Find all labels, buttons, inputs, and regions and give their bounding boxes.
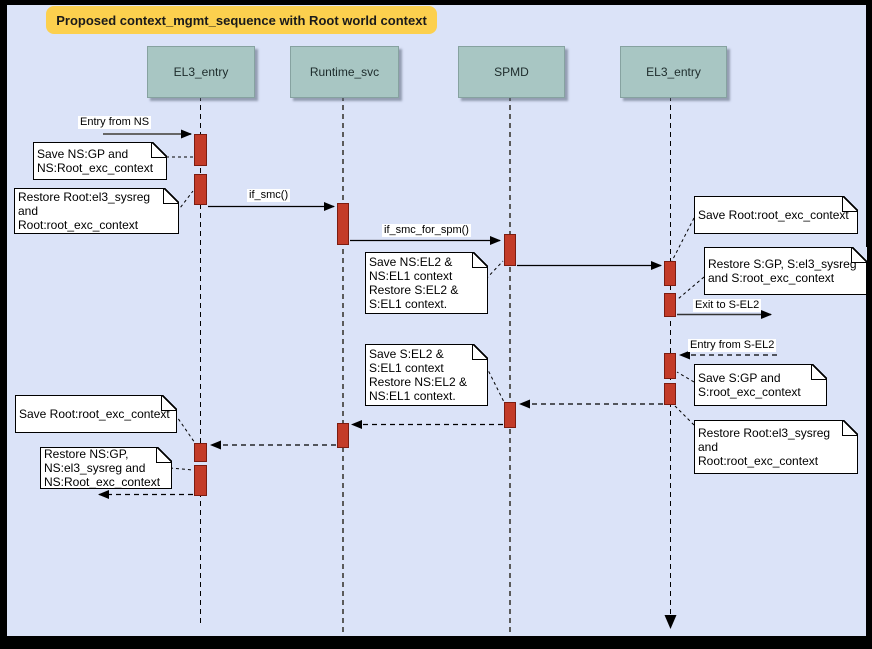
note-save-s-gp: Save S:GP and S:root_exc_context [694, 364, 827, 406]
note-fold-icon [163, 188, 179, 204]
note-restore-ns-gp: Restore NS:GP, NS:el3_sysreg and NS:Root… [40, 447, 172, 489]
connector-note-restore-ns-gp [169, 467, 194, 471]
activation-el3-right-2 [664, 293, 676, 317]
connector-note-save-s-gp [676, 371, 695, 383]
activation-el3-left-4 [194, 465, 207, 496]
diagram-title: Proposed context_mgmt_sequence with Root… [46, 6, 437, 34]
note-text: Restore S:GP, S:el3_sysreg and S:root_ex… [708, 257, 857, 285]
note-text: Save NS:EL2 & NS:EL1 context Restore S:E… [369, 255, 459, 311]
actor-label: EL3_entry [646, 65, 701, 79]
actor-spmd: SPMD [458, 46, 565, 98]
note-fold-icon [472, 344, 488, 360]
note-restore-s-gp: Restore S:GP, S:el3_sysreg and S:root_ex… [704, 247, 867, 295]
connector-note-save-root-right [671, 217, 695, 262]
note-fold-icon [161, 395, 177, 411]
diagram-lines-layer [98, 96, 777, 636]
note-restore-root-el3-left: Restore Root:el3_sysreg and Root:root_ex… [14, 188, 179, 234]
activation-el3-left-1 [194, 134, 207, 166]
note-fold-icon [851, 247, 867, 263]
connector-note-save-ns-el2 [485, 260, 504, 280]
message-label-entry-from-sel2: Entry from S-EL2 [688, 339, 777, 352]
actor-el3-entry-left: EL3_entry [147, 46, 255, 98]
activation-el3-left-2 [194, 174, 207, 205]
activation-runtime-1 [337, 203, 349, 245]
actor-runtime-svc: Runtime_svc [290, 46, 399, 98]
activation-el3-right-3 [664, 353, 676, 379]
note-restore-root-el3-right: Restore Root:el3_sysreg and Root:root_ex… [694, 420, 858, 474]
message-label-if-smc: if_smc() [247, 189, 291, 202]
note-text: Restore Root:el3_sysreg and Root:root_ex… [18, 190, 151, 232]
note-save-root-exc-left: Save Root:root_exc_context [15, 395, 177, 433]
note-text: Save NS:GP and NS:Root_exc_context [37, 147, 154, 175]
note-fold-icon [842, 196, 858, 212]
note-text: Save S:GP and S:root_exc_context [698, 371, 801, 399]
note-save-ns-el2: Save NS:EL2 & NS:EL1 context Restore S:E… [365, 252, 488, 314]
note-fold-icon [156, 447, 172, 463]
actor-el3-entry-right: EL3_entry [620, 46, 727, 98]
connector-note-restore-root-right [674, 405, 695, 426]
note-save-root-exc-right: Save Root:root_exc_context [694, 196, 858, 234]
sequence-diagram: Proposed context_mgmt_sequence with Root… [7, 5, 867, 636]
activation-el3-left-3 [194, 443, 207, 462]
note-fold-icon [151, 142, 167, 158]
actor-label: EL3_entry [173, 65, 229, 79]
message-label-entry-from-ns: Entry from NS [78, 116, 152, 129]
activation-spmd-2 [504, 402, 516, 428]
activation-el3-right-1 [664, 261, 676, 286]
activation-runtime-2 [337, 423, 349, 448]
note-save-ns-gp: Save NS:GP and NS:Root_exc_context [33, 142, 167, 180]
message-label-exit-to-sel2: Exit to S-EL2 [693, 299, 762, 312]
note-text: Restore Root:el3_sysreg and Root:root_ex… [698, 426, 831, 468]
connector-note-save-root-left [174, 413, 196, 444]
activation-spmd-1 [504, 234, 516, 266]
note-fold-icon [842, 420, 858, 436]
note-fold-icon [472, 252, 488, 268]
actor-label: Runtime_svc [309, 65, 380, 79]
connector-note-restore-s-gp [677, 276, 705, 300]
note-save-s-el2: Save S:EL2 & S:EL1 context Restore NS:EL… [365, 344, 488, 406]
connector-note-restore-root-left [176, 190, 194, 213]
note-fold-icon [811, 364, 827, 380]
note-text: Save Root:root_exc_context [698, 208, 849, 222]
activation-el3-right-4 [664, 383, 676, 405]
note-text: Save Root:root_exc_context [19, 407, 170, 421]
message-label-if-smc-for-spm: if_smc_for_spm() [382, 224, 471, 237]
note-text: Save S:EL2 & S:EL1 context Restore NS:EL… [369, 347, 468, 403]
connector-note-save-s-el2 [485, 365, 505, 403]
actor-label: SPMD [494, 65, 529, 79]
note-text: Restore NS:GP, NS:el3_sysreg and NS:Root… [44, 447, 161, 489]
